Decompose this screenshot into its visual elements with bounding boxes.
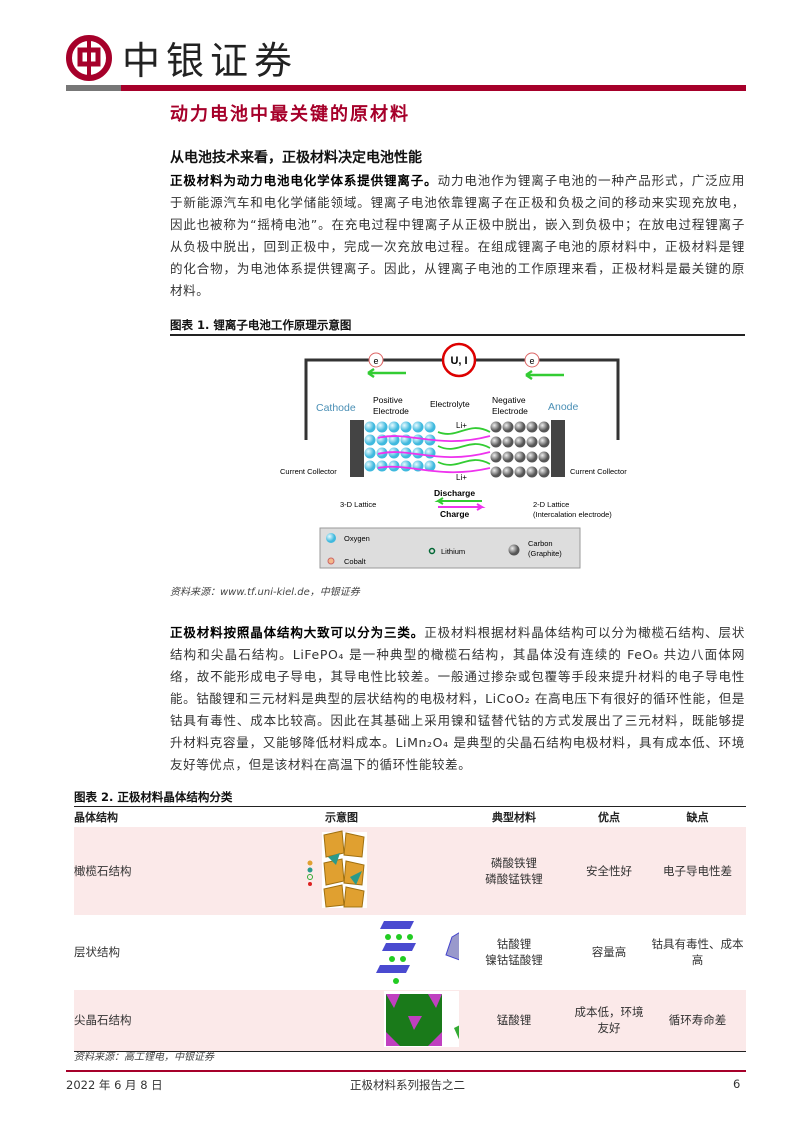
figure-1-source: 资料来源：www.tf.uni-kiel.de，中银证券 [170,587,360,598]
negative-label: Electrode [492,406,528,416]
anode-label: Anode [548,401,579,413]
3d-lattice-label: 3-D Lattice [340,500,376,509]
header-cell: 示意图 [325,810,358,824]
negative-label: Negative [492,395,526,405]
current-collector-right-label: Current Collector [570,467,627,476]
paragraph-lead: 正极材料为动力电池电化学体系提供锂离子。 [170,173,438,188]
table-row: 层状结构 钴酸锂镍钴锰酸锂 容量高 钴具有毒性、成本高 [74,914,746,990]
meter-icon [441,342,477,378]
footer-report-name: 正极材料系列报告之二 [350,1078,465,1092]
legend-carbon-sub: (Graphite) [528,549,562,558]
electron-icon [524,352,540,368]
section-title: 动力电池中最关键的原材料 [170,104,410,125]
con-cell: 循环寿命差 [649,989,746,1051]
material: 镍钴锰酸锂 [485,953,543,967]
legend-cobalt: Cobalt [344,557,367,566]
materials-cell: 磷酸铁锂磷酸锰铁锂 [459,826,569,915]
discharge-arrow [434,497,482,505]
bank-of-china-logo-icon [66,34,112,81]
footer-date: 2022 年 6 月 8 日 [66,1078,163,1092]
paragraph-body: 动力电池作为锂离子电池的一种产品形式，广泛应用于新能源汽车和电化学储能领域。锂离… [170,173,745,298]
table-row: 橄榄石结构 磷酸铁锂磷酸锰铁锂 安全性好 电子导电性差 [74,826,746,915]
table-row: 尖晶石结构 锰酸锂 成本低，环境友好 循环寿命差 [74,989,746,1051]
current-collector-left [350,420,364,477]
materials-cell: 锰酸锂 [459,989,569,1051]
li-ion-label: Li+ [456,421,467,430]
positive-label: Positive [373,395,403,405]
li-ion-battery-diagram: U, I e e Cathode Anode Positive Electrod… [280,342,627,569]
pro-cell: 成本低，环境友好 [569,989,649,1051]
cathode-label: Cathode [316,402,356,414]
materials-cell: 钴酸锂镍钴锰酸锂 [459,915,569,990]
diagram-legend: Oxygen Cobalt Lithium Carbon (Graphite) [319,527,581,569]
diagram-cell [224,914,487,990]
header-divider [66,85,746,91]
logo-text: 中银证券 [122,39,299,83]
structure-cell: 橄榄石结构 [74,826,224,915]
material: 磷酸锰铁锂 [485,871,543,886]
page-number: 6 [733,1077,741,1091]
crystal-structure-table: 晶体结构 示意图 典型材料 优点 缺点 橄榄石结构 磷酸铁锂磷酸锰铁锂 安全性好… [74,806,746,1052]
pro-cell: 容量高 [591,945,627,959]
layered-structure-image [376,920,487,984]
electron-label: e [373,356,378,366]
meter-label: U, I [450,355,467,367]
li-ion-label: Li+ [456,473,467,482]
material: 磷酸铁锂 [491,855,537,870]
legend-carbon: Carbon [528,539,553,548]
electron-flow-arrow [525,369,564,381]
cathode-lattice [364,421,436,472]
material: 锰酸锂 [496,1013,532,1027]
anode-lattice [490,421,550,478]
header-divider-accent [66,85,121,91]
figure-2-caption: 图表 2. 正极材料晶体结构分类 [74,790,233,804]
structure-cell: 层状结构 [74,945,120,959]
positive-label: Electrode [373,406,409,416]
header-cell: 缺点 [686,810,709,824]
material: 钴酸锂 [496,937,532,951]
charge-label: Charge [440,509,470,519]
2d-lattice-sublabel: (Intercalation electrode) [533,510,612,519]
pro-cell: 安全性好 [569,826,649,915]
charge-arrow [438,503,486,511]
diagram-cell [224,989,509,1051]
brand-logo: 中银证券 [66,30,298,85]
paragraph-1: 正极材料为动力电池电化学体系提供锂离子。动力电池作为锂离子电池的一种产品形式，广… [170,170,745,302]
electrolyte-label: Electrolyte [430,399,470,409]
header-cell: 晶体结构 [74,810,118,824]
con-cell: 电子导电性差 [649,826,746,915]
paragraph-lead: 正极材料按照晶体结构大致可以分为三类。 [170,625,425,640]
electron-flow-arrow [367,367,406,379]
caption-rule [170,334,745,336]
diagram-cell [224,826,459,915]
ion-flow-arrows [377,427,491,474]
con-cell: 钴具有毒性、成本高 [651,937,744,967]
paragraph-body: 正极材料根据材料晶体结构可以分为橄榄石结构、层状结构和尖晶石结构。LiFePO₄… [170,625,746,772]
legend-oxygen: Oxygen [344,534,370,543]
subheading: 从电池技术来看，正极材料决定电池性能 [170,150,422,166]
figure-2-source: 资料来源：高工锂电，中银证券 [74,1052,214,1063]
current-collector-left-label: Current Collector [280,467,337,476]
discharge-label: Discharge [434,488,475,498]
olivine-structure-image [307,829,367,908]
figure-1-caption: 图表 1. 锂离子电池工作原理示意图 [170,318,352,332]
electron-label: e [529,356,534,366]
header-cell: 典型材料 [492,810,536,824]
spinel-structure-image [384,990,509,1047]
structure-cell: 尖晶石结构 [74,989,224,1051]
electron-icon [368,352,384,368]
paragraph-2: 正极材料按照晶体结构大致可以分为三类。正极材料根据材料晶体结构可以分为橄榄石结构… [170,622,745,776]
legend-lithium: Lithium [441,547,465,556]
footer-rule [66,1070,746,1072]
current-collector-right [551,420,565,477]
2d-lattice-label: 2-D Lattice [533,500,569,509]
header-cell: 优点 [598,810,620,824]
table-header: 晶体结构 示意图 典型材料 优点 缺点 [74,807,746,827]
